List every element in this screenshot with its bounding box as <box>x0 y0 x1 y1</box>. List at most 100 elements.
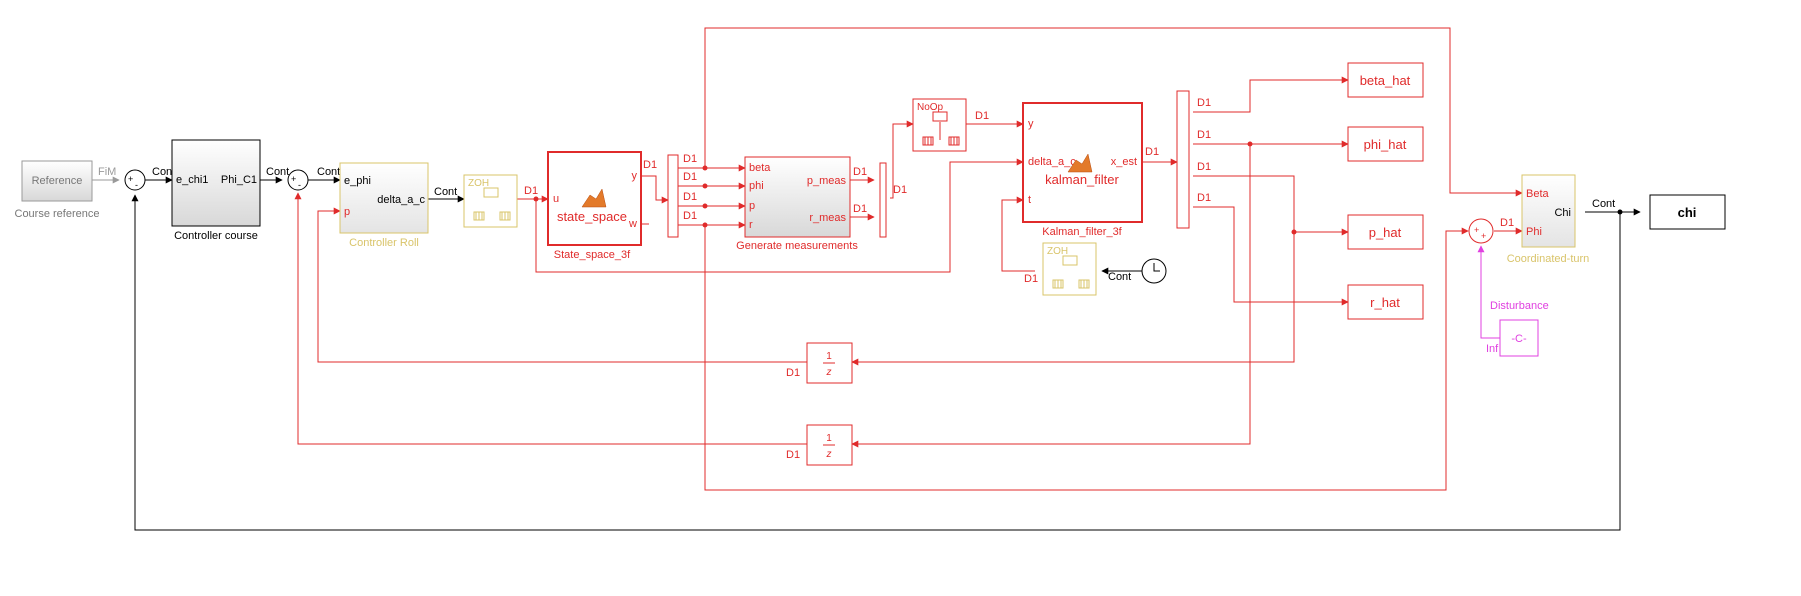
svg-text:-: - <box>298 180 301 190</box>
kalman-filter-block[interactable]: y delta_a_c t x_est kalman_filter <box>1022 102 1143 223</box>
coordinated-turn-block[interactable]: Beta Phi Chi <box>1521 174 1576 248</box>
controller-roll-block[interactable]: e_phi p delta_a_c <box>339 162 429 234</box>
wire-u-to-kalman <box>535 158 1024 273</box>
controller-roll-port-label: Cont <box>434 186 457 198</box>
svg-text:delta_a_c: delta_a_c <box>377 194 425 206</box>
wire-disturbance-sum3 <box>1477 245 1500 339</box>
kalman-filter-caption: Kalman_filter_3f <box>1042 226 1122 238</box>
wire-mux-noop <box>890 120 914 199</box>
outport-beta-hat[interactable]: beta_hat <box>1347 62 1424 98</box>
wire-zoh2-kalman <box>1001 196 1035 272</box>
svg-text:phi_hat: phi_hat <box>1364 137 1407 152</box>
zoh1-block[interactable]: ZOH <box>463 174 518 228</box>
state-space-block[interactable]: u y w state_space <box>547 151 642 246</box>
svg-text:+: + <box>1474 225 1479 235</box>
disturbance-block[interactable]: -C- <box>1499 319 1539 357</box>
svg-text:t: t <box>1028 194 1031 206</box>
matlab-logo-icon <box>581 188 607 208</box>
svg-text:e_chi1: e_chi1 <box>176 174 208 186</box>
svg-text:+: + <box>128 174 133 184</box>
svg-text:D1: D1 <box>1197 161 1211 173</box>
coordinated-turn-port-label: Cont <box>1592 198 1615 210</box>
wire-y-demux <box>641 175 669 204</box>
svg-text:+: + <box>291 174 296 184</box>
svg-text:phi: phi <box>749 180 764 192</box>
svg-text:delta_a_c: delta_a_c <box>1028 156 1076 168</box>
unit-delay-2[interactable]: 1 z <box>806 424 853 466</box>
svg-text:NoOp: NoOp <box>917 102 944 113</box>
coordinated-turn-caption: Coordinated-turn <box>1507 253 1590 265</box>
svg-text:-C-: -C- <box>1511 333 1527 345</box>
outport-p-hat[interactable]: p_hat <box>1347 214 1424 250</box>
state-space-port-label: D1 <box>643 159 657 171</box>
outport-chi[interactable]: chi <box>1649 194 1726 230</box>
state-space-caption: State_space_3f <box>554 249 631 261</box>
unit-delay-1[interactable]: 1 z <box>806 342 853 384</box>
svg-text:p_hat: p_hat <box>1369 225 1402 240</box>
reference-block[interactable]: Reference <box>21 160 93 202</box>
svg-text:+: + <box>1481 231 1486 241</box>
sum1-block[interactable]: + - <box>124 169 146 191</box>
svg-text:p_meas: p_meas <box>807 175 847 187</box>
svg-text:1: 1 <box>826 433 832 444</box>
demux2-block[interactable] <box>1176 90 1190 229</box>
junctions <box>533 141 1623 235</box>
svg-text:u: u <box>553 193 559 205</box>
demux1-block[interactable] <box>667 154 679 238</box>
svg-text:D1: D1 <box>683 210 697 222</box>
noop-port-label: D1 <box>975 110 989 122</box>
disturbance-rate-label: Inf <box>1486 343 1499 355</box>
svg-text:D1: D1 <box>683 171 697 183</box>
zoh1-port-label: D1 <box>524 185 538 197</box>
sum3-block[interactable]: + + <box>1468 218 1494 244</box>
controller-course-caption: Controller course <box>174 230 258 242</box>
svg-text:Beta: Beta <box>1526 188 1550 200</box>
wire-phi-sum3 <box>704 225 1469 491</box>
svg-text:D1: D1 <box>853 166 867 178</box>
wire-phi-delay <box>851 144 1251 448</box>
svg-text:z: z <box>826 449 832 460</box>
sum3-port-label: D1 <box>1500 217 1514 229</box>
controller-course-block[interactable]: e_chi1 Phi_C1 <box>171 139 261 227</box>
clock-label: Cont <box>1108 271 1131 283</box>
wire-delay1-roll <box>317 207 807 363</box>
svg-text:D1: D1 <box>1197 129 1211 141</box>
outport-phi-hat[interactable]: phi_hat <box>1347 126 1424 162</box>
svg-text:-: - <box>135 180 138 190</box>
delay2-port-label: D1 <box>786 449 800 461</box>
svg-text:state_space: state_space <box>557 209 627 224</box>
controller-roll-caption: Controller Roll <box>349 237 419 249</box>
svg-text:ZOH: ZOH <box>468 178 489 189</box>
sum2-block[interactable]: + - <box>287 169 309 191</box>
clock-block[interactable] <box>1141 258 1167 284</box>
svg-text:beta: beta <box>749 162 771 174</box>
svg-text:r_meas: r_meas <box>809 212 846 224</box>
svg-text:chi: chi <box>1678 205 1697 220</box>
disturbance-caption: Disturbance <box>1490 300 1549 312</box>
wire-beta-coord <box>704 27 1523 197</box>
svg-text:x_est: x_est <box>1111 156 1137 168</box>
mux-port-label: D1 <box>893 184 907 196</box>
svg-text:beta_hat: beta_hat <box>1360 73 1411 88</box>
svg-text:D1: D1 <box>853 203 867 215</box>
svg-text:D1: D1 <box>1197 97 1211 109</box>
svg-text:y: y <box>1028 118 1034 130</box>
generate-measurements-block[interactable]: beta phi p r p_meas r_meas <box>744 156 851 238</box>
zoh2-block[interactable]: ZOH <box>1042 242 1097 296</box>
delay1-port-label: D1 <box>786 367 800 379</box>
svg-text:1: 1 <box>826 351 832 362</box>
mux-block[interactable] <box>879 162 887 238</box>
generate-measurements-caption: Generate measurements <box>736 240 858 252</box>
controller-course-port-label: Cont <box>266 166 289 178</box>
svg-text:y: y <box>632 170 638 182</box>
wires <box>92 27 1641 531</box>
sum1-port-label: Cont <box>152 166 175 178</box>
outport-r-hat[interactable]: r_hat <box>1347 284 1424 320</box>
svg-text:kalman_filter: kalman_filter <box>1045 172 1119 187</box>
svg-text:Phi: Phi <box>1526 226 1542 238</box>
noop-block[interactable]: NoOp <box>912 98 967 152</box>
svg-text:z: z <box>826 367 832 378</box>
sum2-port-label: Cont <box>317 166 340 178</box>
matlab-logo-icon <box>1067 153 1093 173</box>
